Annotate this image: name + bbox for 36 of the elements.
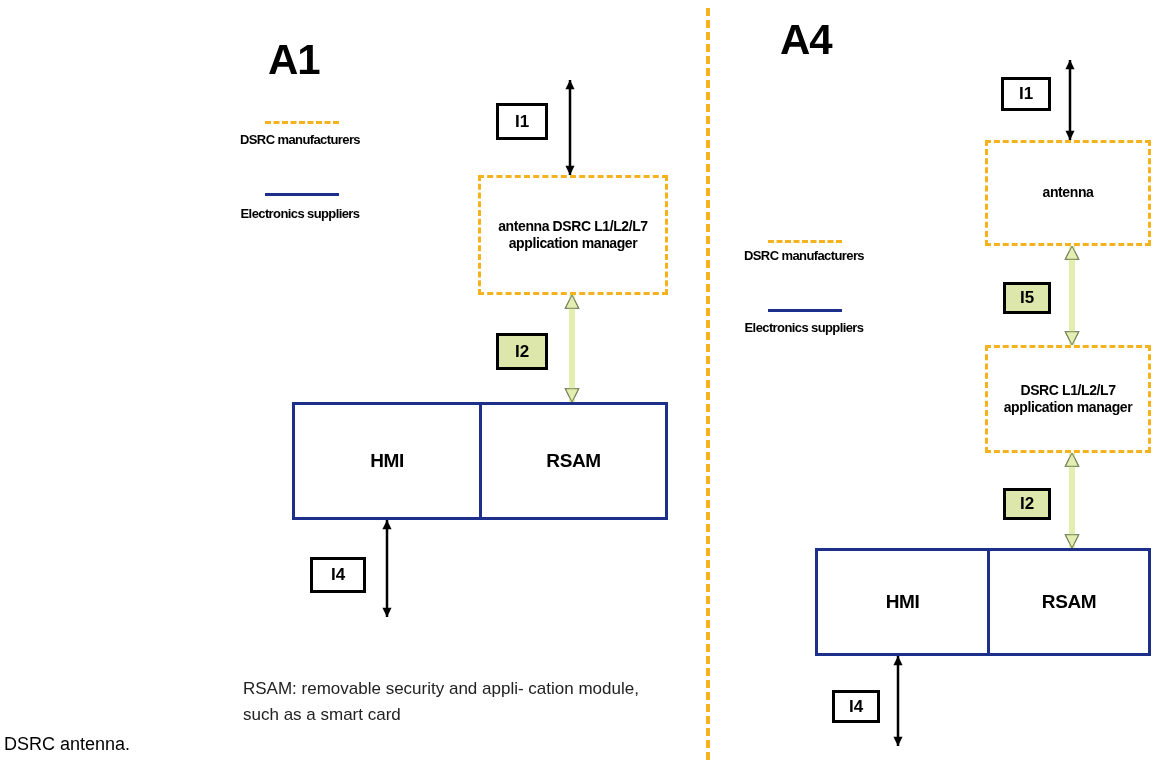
double-arrow <box>565 80 575 175</box>
node-label: HMI <box>370 449 404 473</box>
caption: DSRC antenna. <box>4 734 131 755</box>
double-arrow <box>382 520 392 617</box>
dashed-box <box>985 140 1151 246</box>
module-box <box>479 402 668 520</box>
module-box <box>815 548 990 656</box>
panel-title: A4 <box>780 16 832 64</box>
legend-text: DSRC manufacturers <box>239 132 361 149</box>
double-arrow <box>1064 452 1080 549</box>
interface-label: I2 <box>496 333 548 370</box>
module-box <box>292 402 482 520</box>
double-arrow <box>1064 245 1080 346</box>
node-label: DSRC L1/L2/L7 application manager <box>1002 381 1134 417</box>
interface-label: I4 <box>832 690 880 723</box>
node-label: RSAM <box>1041 590 1097 614</box>
legend-text: Electronics suppliers <box>743 320 865 337</box>
double-arrow <box>1065 60 1075 140</box>
node-label: antenna <box>1042 184 1094 202</box>
double-arrow <box>564 294 580 403</box>
dashed-box <box>985 345 1151 453</box>
node-label: RSAM <box>546 449 601 473</box>
interface-label: I1 <box>1001 77 1051 111</box>
interface-label: I2 <box>1003 488 1051 520</box>
double-arrow <box>893 656 903 746</box>
node-label: HMI <box>885 590 920 614</box>
module-box <box>987 548 1151 656</box>
interface-label: I4 <box>310 557 366 593</box>
legend-text: DSRC manufacturers <box>743 248 865 265</box>
interface-label: I5 <box>1003 282 1051 314</box>
legend-text: Electronics suppliers <box>239 206 361 223</box>
note-text: RSAM: removable security and appli- cation module, such as a smart card <box>243 678 640 726</box>
interface-label: I1 <box>496 103 548 140</box>
dashed-box <box>478 175 668 295</box>
node-label: antenna DSRC L1/L2/L7 application manager <box>497 217 649 253</box>
panel-title: A1 <box>268 36 320 84</box>
